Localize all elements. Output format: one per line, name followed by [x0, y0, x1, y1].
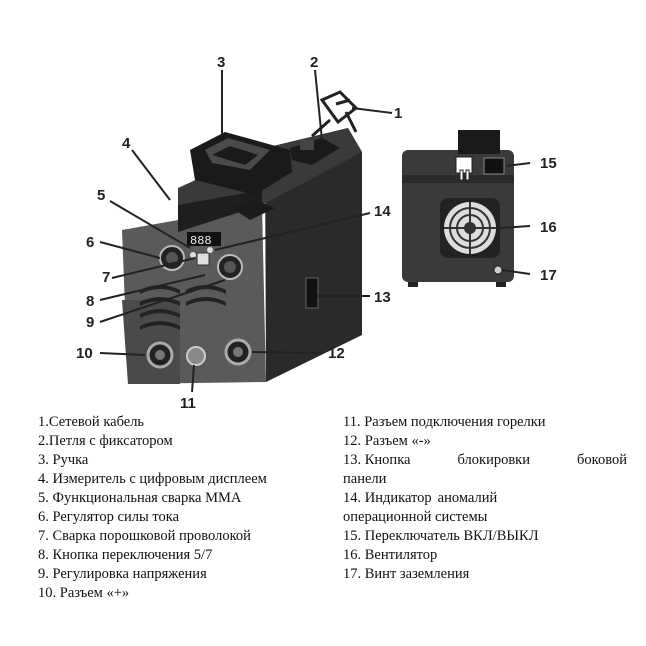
legend-item: 3. Ручка: [38, 452, 89, 468]
legend-item-continuation: панели: [343, 471, 387, 487]
callout-11: 11: [180, 395, 196, 412]
legend-item: 16. Вентилятор: [343, 547, 438, 563]
callout-4: 4: [122, 135, 131, 152]
callout-13: 13: [374, 289, 391, 306]
callout-15: 15: [540, 155, 557, 172]
side-panel: [265, 128, 362, 382]
latch-loop: [290, 138, 340, 165]
callout-9: 9: [86, 314, 94, 331]
callout-17: 17: [540, 267, 557, 284]
legend-item: 8. Кнопка переключения 5/7: [38, 547, 213, 563]
leader-lines: [99, 69, 531, 393]
rear-power-plug: [455, 156, 473, 181]
legend-item: 9. Регулировка напряжения: [38, 566, 207, 582]
callout-7: 7: [102, 269, 110, 286]
torch-socket[interactable]: [186, 346, 206, 366]
legend-item: 5. Функциональная сварка ММА: [38, 490, 242, 506]
mode-switch-5-7[interactable]: [196, 252, 210, 266]
power-switch[interactable]: [483, 157, 505, 175]
mma-indicator: [190, 252, 196, 258]
callout-6: 6: [86, 234, 94, 251]
legend-item: 6. Регулятор силы тока: [38, 509, 179, 525]
callout-12: 12: [328, 345, 345, 362]
legend-item: 14. Индикатор аномалий: [343, 490, 498, 506]
callout-5: 5: [97, 187, 105, 204]
digital-display: [187, 232, 221, 246]
legend-item: 12. Разъем «-»: [343, 433, 431, 449]
legend-item: 7. Сварка порошковой проволокой: [38, 528, 251, 544]
welder-front-view: 888: [122, 90, 362, 384]
fan: [440, 198, 500, 258]
legend-item: 10. Разъем «+»: [38, 585, 130, 601]
legend-item: 11. Разъем подключения горелки: [343, 414, 546, 430]
svg-text:888: 888: [190, 234, 212, 248]
callout-16: 16: [540, 219, 557, 236]
handle: [190, 132, 292, 195]
callout-3: 3: [217, 54, 225, 71]
side-panel-lock-button[interactable]: [305, 277, 319, 309]
error-indicator: [207, 247, 213, 253]
callout-14: 14: [374, 203, 391, 220]
legend-item: 1.Сетевой кабель: [38, 414, 145, 430]
legend-left: 1.Сетевой кабель 2.Петля с фиксатором 3.…: [38, 413, 267, 603]
legend-item: 17. Винт заземления: [343, 566, 470, 582]
welder-rear-view: [402, 130, 514, 287]
legend-item: 4. Измеритель с цифровым дисплеем: [38, 471, 267, 487]
callout-10: 10: [76, 345, 93, 362]
legend-right: 11. Разъем подключения горелки 12. Разъе…: [343, 413, 627, 584]
legend-item: 15. Переключатель ВКЛ/ВЫКЛ: [343, 528, 539, 544]
ground-screw: [493, 265, 503, 275]
callout-2: 2: [310, 54, 318, 71]
legend-item-continuation: операционной системы: [343, 509, 488, 525]
callout-8: 8: [86, 293, 94, 310]
legend-item: 2.Петля с фиксатором: [38, 433, 173, 449]
legend-item: 13. Кнопка блокировки боковой: [343, 452, 627, 468]
callout-1: 1: [394, 105, 402, 122]
